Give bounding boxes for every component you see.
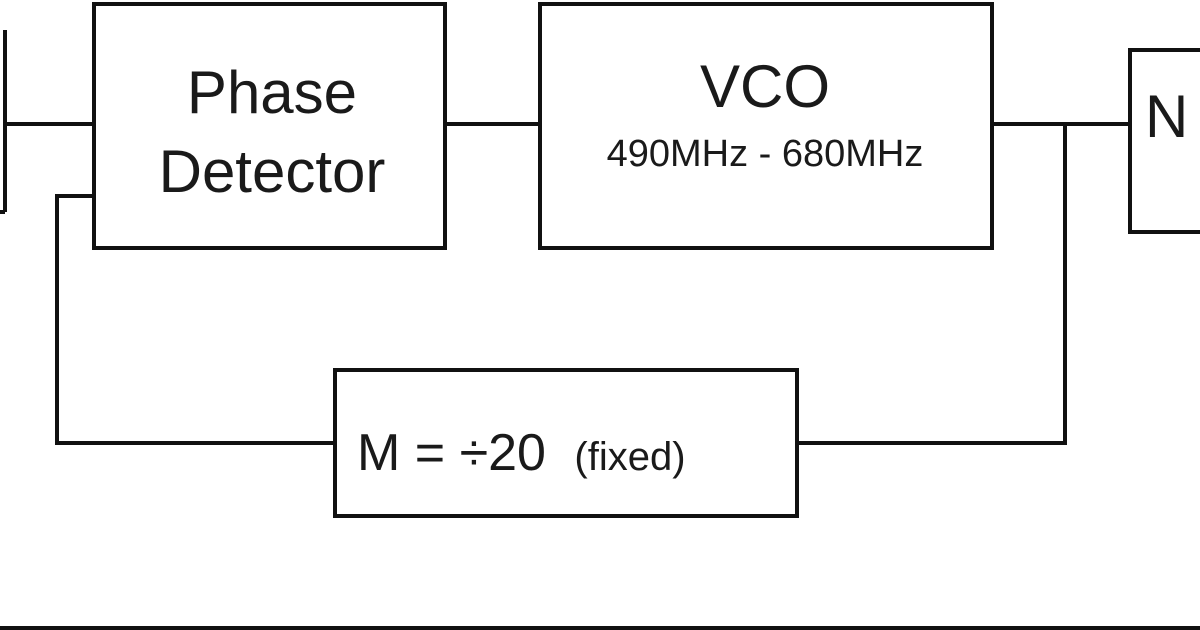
n-divider-label: N [1145,83,1188,150]
phase-detector-box [92,2,447,250]
n-divider-box [1128,48,1200,234]
n-divider-block: N [1128,48,1200,234]
phase-detector-label-line2: Detector [159,138,386,205]
vco-frequency-range: 490MHz - 680MHz [607,133,924,175]
m-divider-label: M = ÷20 (fixed) [357,424,686,482]
phase-detector-block: Phase Detector [92,2,447,250]
vco-block: VCO 490MHz - 680MHz [538,2,994,250]
m-divider-fixed-note: (fixed) [574,435,685,479]
vco-box [538,2,994,250]
phase-detector-label-line1: Phase [187,59,357,126]
m-divider-ratio: M = ÷20 [357,424,546,482]
feedback-return-wire [55,194,335,445]
m-divider-box [333,368,799,518]
vco-label: VCO [700,53,830,120]
m-divider-block: M = ÷20 (fixed) [333,368,799,518]
signal-wires [0,30,1200,630]
feedback-tap-wire [797,124,1067,445]
